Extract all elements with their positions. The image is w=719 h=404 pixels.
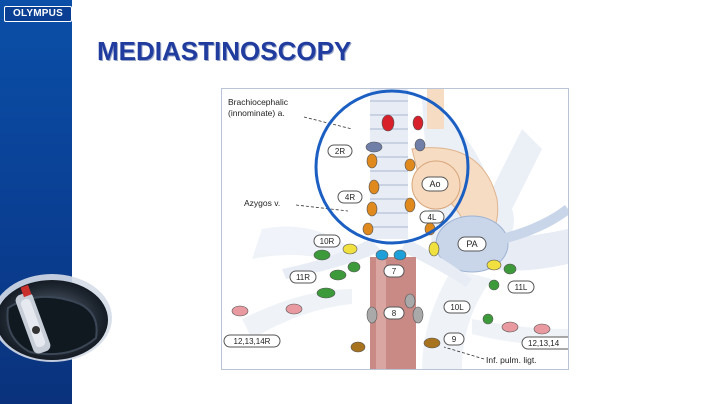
node-red bbox=[412, 115, 424, 131]
slide-title: MEDIASTINOSCOPY bbox=[97, 36, 352, 66]
aorta-label: Ao bbox=[429, 179, 440, 189]
station-12-13-14R: 12,13,14R bbox=[234, 337, 271, 346]
node-grey bbox=[412, 306, 424, 324]
brand-logo: OLYMPUS bbox=[4, 6, 72, 22]
leader-lines bbox=[295, 116, 485, 360]
node-brown bbox=[423, 337, 441, 349]
brachiocephalic-label-line2: (innominate) a. bbox=[228, 108, 285, 118]
station-10R: 10R bbox=[320, 237, 335, 246]
node-pink bbox=[231, 305, 249, 317]
station-7: 7 bbox=[392, 267, 397, 276]
station-9: 9 bbox=[452, 335, 457, 344]
callout-labels: Brachiocephalic (innominate) a. Azygos v… bbox=[228, 97, 537, 365]
node-green bbox=[488, 279, 500, 291]
azygos-label: Azygos v. bbox=[244, 198, 280, 208]
station-8: 8 bbox=[392, 309, 397, 318]
node-green bbox=[347, 261, 361, 273]
node-orange bbox=[404, 158, 416, 172]
lymph-nodes bbox=[231, 114, 551, 353]
station-11R: 11R bbox=[296, 273, 310, 282]
inf-pulm-ligt-label: Inf. pulm. ligt. bbox=[486, 355, 537, 365]
node-red bbox=[381, 114, 395, 132]
node-blue bbox=[393, 249, 407, 261]
node-blue-grey bbox=[414, 138, 426, 152]
node-blue-grey bbox=[365, 141, 383, 153]
station-4R: 4R bbox=[345, 193, 355, 202]
station-labels: 2R 4R 4L 10R 11R 7 8 10L 11L 9 12,13,14R… bbox=[223, 144, 568, 350]
node-orange bbox=[404, 197, 416, 213]
node-green bbox=[482, 313, 494, 325]
node-grey bbox=[366, 306, 378, 324]
station-10L: 10L bbox=[450, 303, 464, 312]
brachiocephalic-label-line1: Brachiocephalic bbox=[228, 97, 289, 107]
mediastinoscopy-access-circle bbox=[314, 89, 470, 245]
node-green bbox=[503, 263, 517, 275]
node-orange bbox=[368, 179, 380, 195]
mediastinoscope-device-image bbox=[0, 268, 118, 378]
station-2R: 2R bbox=[335, 147, 345, 156]
node-yellow bbox=[486, 259, 502, 271]
station-11L: 11L bbox=[515, 283, 528, 292]
node-grey bbox=[404, 293, 416, 309]
station-12-13-14L: 12,13,14 bbox=[528, 339, 560, 348]
node-yellow bbox=[428, 241, 440, 257]
node-green bbox=[313, 249, 331, 261]
station-4L: 4L bbox=[428, 213, 437, 222]
node-orange bbox=[362, 222, 374, 236]
node-orange bbox=[366, 153, 378, 169]
node-green bbox=[316, 287, 336, 299]
node-pink bbox=[533, 323, 551, 335]
structure-labels: Ao PA bbox=[421, 176, 487, 252]
node-orange bbox=[366, 201, 378, 217]
node-blue bbox=[375, 249, 389, 261]
pulmonary-artery-label: PA bbox=[466, 239, 477, 249]
node-pink bbox=[501, 321, 519, 333]
lymph-node-station-diagram: 2R 4R 4L 10R 11R 7 8 10L 11L 9 12,13,14R… bbox=[221, 88, 569, 370]
node-brown bbox=[350, 341, 366, 353]
node-green bbox=[329, 269, 347, 281]
node-pink bbox=[285, 303, 303, 315]
node-yellow bbox=[342, 243, 358, 255]
